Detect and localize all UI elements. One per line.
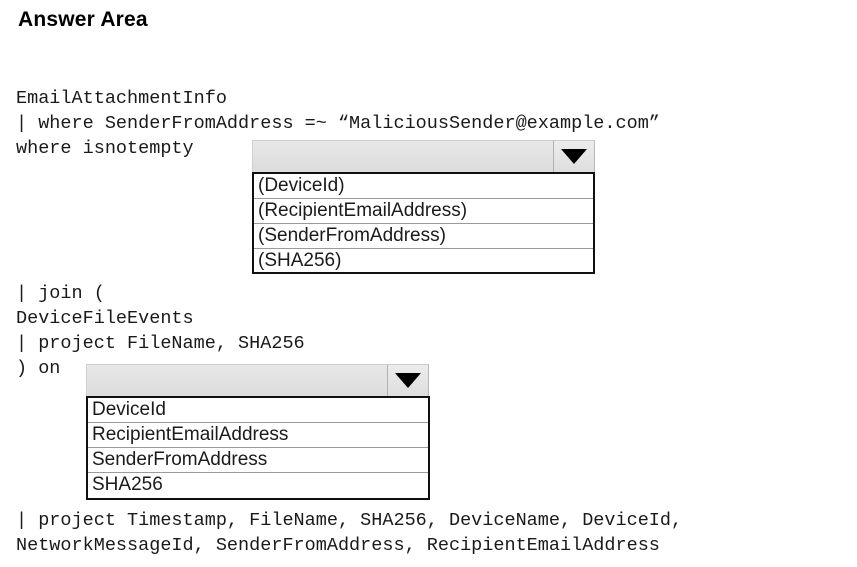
list-item[interactable]: SHA256 [92, 474, 163, 495]
isnotempty-column-dropdown[interactable] [252, 140, 595, 173]
chevron-down-glyph [395, 373, 421, 388]
list-item[interactable]: (RecipientEmailAddress) [254, 199, 593, 224]
query-text-block-2: | join ( DeviceFileEvents | project File… [16, 283, 305, 379]
list-item[interactable]: SenderFromAddress [88, 448, 428, 473]
list-item[interactable]: (SenderFromAddress) [254, 224, 593, 249]
join-on-column-dropdown-value[interactable] [87, 365, 388, 396]
list-item[interactable]: RecipientEmailAddress [88, 423, 428, 448]
isnotempty-column-option-list[interactable]: (DeviceId) (RecipientEmailAddress) (Send… [252, 172, 595, 274]
chevron-down-icon[interactable] [554, 141, 594, 172]
query-text-block-1: EmailAttachmentInfo | where SenderFromAd… [16, 88, 660, 159]
join-on-column-dropdown[interactable] [86, 364, 429, 397]
query-text-block-3: | project Timestamp, FileName, SHA256, D… [16, 510, 683, 556]
isnotempty-column-dropdown-value[interactable] [253, 141, 554, 172]
list-item[interactable]: DeviceId [88, 398, 428, 423]
join-on-column-option-list[interactable]: DeviceId RecipientEmailAddress SenderFro… [86, 396, 430, 500]
chevron-down-icon[interactable] [388, 365, 428, 396]
list-item[interactable]: (DeviceId) [254, 174, 593, 199]
chevron-down-glyph [561, 149, 587, 164]
list-item[interactable]: (SHA256) [258, 250, 342, 271]
page-title: Answer Area [18, 8, 148, 31]
